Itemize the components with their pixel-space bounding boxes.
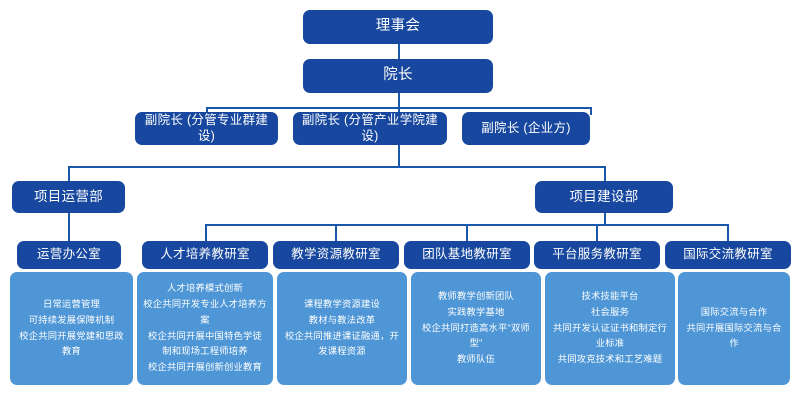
connector-construction-stem xyxy=(604,213,606,225)
connector-vp-mid-drop xyxy=(398,107,400,115)
panel-office-talent-training: 人才培养模式创新 校企共同开发专业人才培养方案 校企共同开展中国特色学徒 制和现… xyxy=(137,272,273,385)
panel-line: 发课程资源 xyxy=(318,346,366,357)
panel-line: 校企共同开发专业人才培养方案 xyxy=(143,298,267,325)
node-department-construction-label: 项目建设部 xyxy=(569,188,639,204)
node-vice-dean-majors-line2: (分管专业群建设) xyxy=(186,113,269,143)
connector-department-bus xyxy=(68,166,605,168)
node-vice-dean-majors-line1: 副院长 xyxy=(144,113,184,128)
panel-office-international-exchange: 国际交流与合作 共同开展国际交流与合作 xyxy=(678,272,790,385)
node-department-operations-label: 项目运营部 xyxy=(34,188,103,204)
node-office-team-base-label: 团队基地教研室 xyxy=(422,247,512,262)
node-vice-dean-industry-college[interactable]: 副院长 (分管产业学院建设) xyxy=(293,112,447,145)
node-office-teaching-resources[interactable]: 教学资源教研室 xyxy=(273,241,399,269)
node-office-platform-service-label: 平台服务教研室 xyxy=(552,247,642,262)
panel-line: 校企共同开展创新创业教育 xyxy=(148,362,262,373)
panel-office-platform-service: 技术技能平台 社会服务 共同开发认证证书和制定行 业标准 共同攻克技术和工艺难题 xyxy=(545,272,675,385)
connector-dean-stem xyxy=(398,93,400,108)
node-office-platform-service[interactable]: 平台服务教研室 xyxy=(534,241,660,269)
panel-line: 校企共同打造高水平"双师型" xyxy=(422,322,530,349)
panel-office-operations: 日常运营管理 可持续发展保障机制 校企共同开展党建和思政教育 xyxy=(10,272,133,385)
connector-operations-to-office xyxy=(68,213,70,241)
panel-line: 可持续发展保障机制 xyxy=(28,314,115,325)
panel-line: 校企共同推进课证融通，开 xyxy=(285,330,399,341)
node-office-team-base[interactable]: 团队基地教研室 xyxy=(404,241,530,269)
connector-office-drop-4 xyxy=(596,224,598,241)
connector-office-drop-5 xyxy=(727,224,729,241)
panel-line: 教师队伍 xyxy=(457,354,495,365)
node-vice-dean-enterprise-line1: 副院长 xyxy=(481,120,520,135)
panel-line: 日常运营管理 xyxy=(43,298,100,309)
panel-line: 业标准 xyxy=(595,338,625,349)
node-vice-dean-enterprise-line2: (企业方) xyxy=(523,120,571,135)
node-dean[interactable]: 院长 xyxy=(303,59,493,93)
node-dean-label: 院长 xyxy=(383,67,413,84)
node-office-international-exchange[interactable]: 国际交流教研室 xyxy=(665,241,791,269)
node-vice-dean-industry-college-line1: 副院长 xyxy=(301,113,341,128)
node-department-operations[interactable]: 项目运营部 xyxy=(12,181,125,213)
node-office-international-exchange-label: 国际交流教研室 xyxy=(683,247,773,262)
connector-office-drop-3 xyxy=(466,224,468,241)
panel-line: 人才培养模式创新 xyxy=(167,282,243,293)
panel-line: 实践教学基地 xyxy=(447,306,505,317)
node-vice-dean-industry-college-line2: (分管产业学院建设) xyxy=(344,113,439,143)
panel-line: 共同攻克技术和工艺难题 xyxy=(557,354,663,365)
panel-line: 社会服务 xyxy=(591,306,629,317)
node-office-operations[interactable]: 运营办公室 xyxy=(17,241,121,269)
panel-line: 技术技能平台 xyxy=(581,290,639,301)
connector-vp-left-drop xyxy=(206,107,208,115)
connector-vp-right-drop xyxy=(590,107,592,115)
panel-line: 课程教学资源建设 xyxy=(304,298,380,309)
connector-department-left-drop xyxy=(68,166,70,181)
panel-line: 共同开展国际交流与合作 xyxy=(686,322,782,349)
node-vice-dean-enterprise[interactable]: 副院长 (企业方) xyxy=(462,112,590,145)
node-board[interactable]: 理事会 xyxy=(303,10,493,44)
panel-line: 校企共同开展党建和思政教育 xyxy=(19,330,124,357)
connector-board-to-dean xyxy=(398,44,400,61)
panel-line: 共同开发认证证书和制定行 xyxy=(553,322,667,333)
panel-office-teaching-resources: 课程教学资源建设 教材与教法改革 校企共同推进课证融通，开 发课程资源 xyxy=(277,272,407,385)
panel-line: 国际交流与合作 xyxy=(700,306,768,317)
panel-office-team-base: 教师教学创新团队 实践教学基地 校企共同打造高水平"双师型" 教师队伍 xyxy=(411,272,541,385)
node-office-operations-label: 运营办公室 xyxy=(36,247,101,262)
connector-department-right-drop xyxy=(604,166,606,181)
panel-line: 教师教学创新团队 xyxy=(438,290,514,301)
node-board-label: 理事会 xyxy=(375,18,421,35)
node-office-talent-training-label: 人才培养教研室 xyxy=(160,247,250,262)
connector-office-drop-1 xyxy=(205,224,207,241)
panel-line: 校企共同开展中国特色学徒 xyxy=(148,330,262,341)
connector-vp-mid-stem xyxy=(398,145,400,167)
panel-line: 教材与教法改革 xyxy=(308,314,376,325)
connector-office-drop-2 xyxy=(335,224,337,241)
node-office-talent-training[interactable]: 人才培养教研室 xyxy=(142,241,268,269)
node-office-teaching-resources-label: 教学资源教研室 xyxy=(291,247,381,262)
panel-line: 制和现场工程师培养 xyxy=(162,346,248,357)
node-vice-dean-majors[interactable]: 副院长 (分管专业群建设) xyxy=(135,112,278,145)
node-department-construction[interactable]: 项目建设部 xyxy=(535,181,673,213)
